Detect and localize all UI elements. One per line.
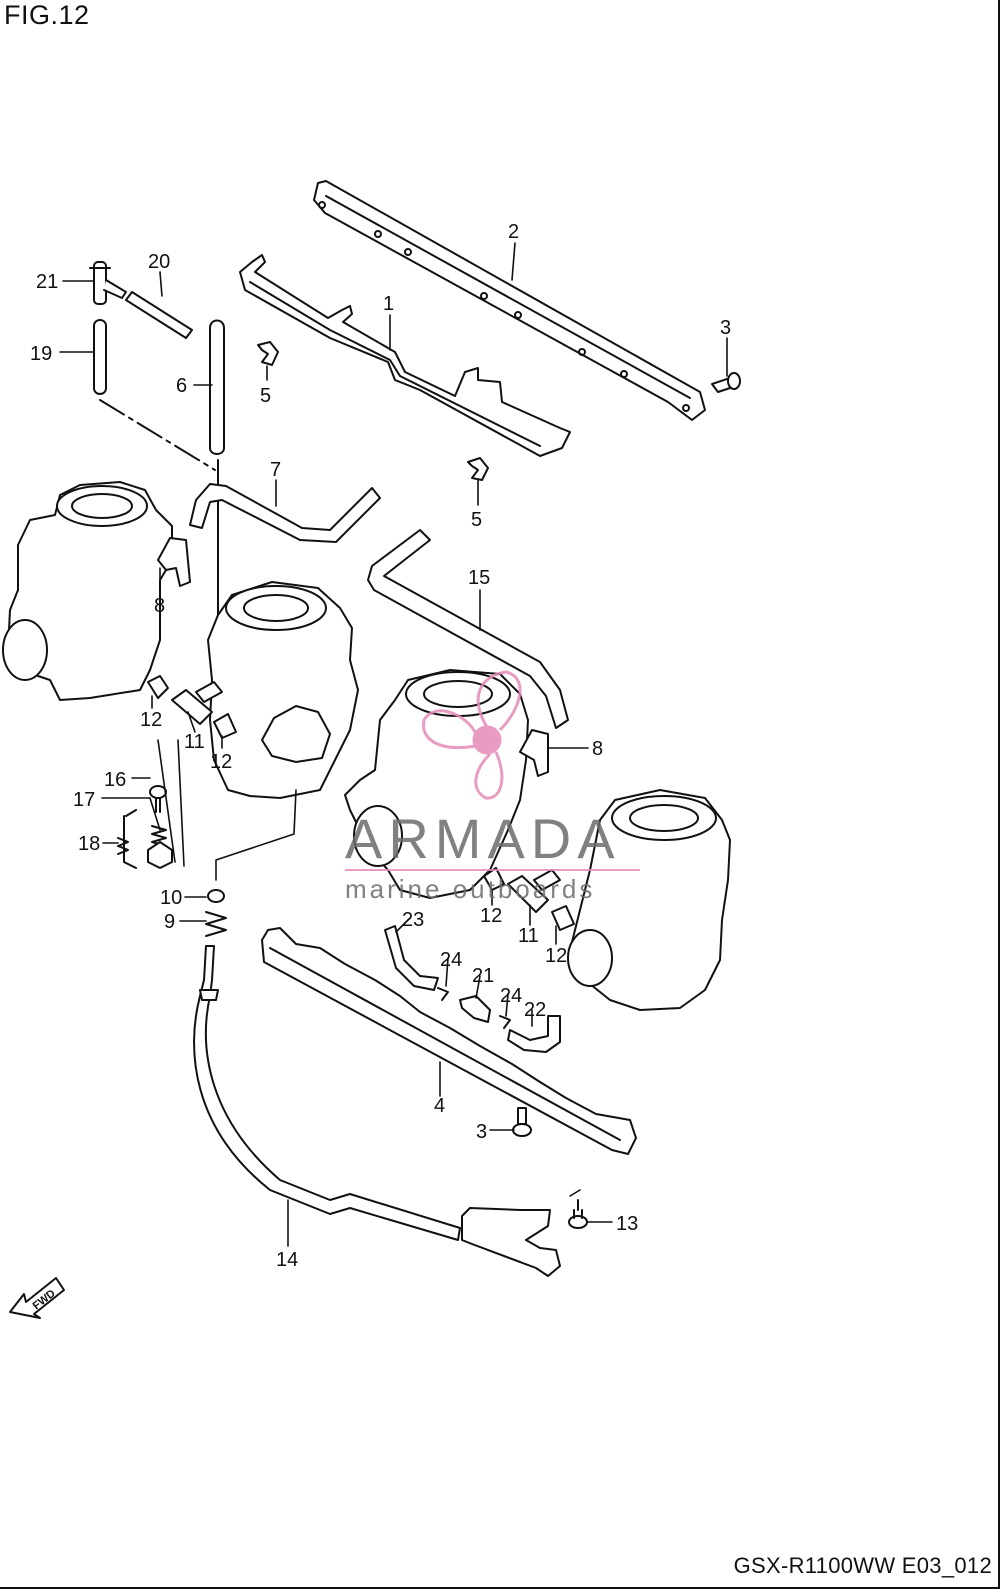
lower-bracket-part-4 — [261, 927, 637, 1155]
figure-title: FIG.12 — [4, 0, 90, 30]
hose-part-19 — [93, 319, 107, 395]
t-joint-part-21-lower — [459, 995, 491, 1023]
callout-22: 22 — [524, 999, 546, 1021]
t-joint-part-21-upper — [89, 261, 127, 305]
callout-18: 18 — [78, 833, 100, 855]
fuel-fittings-right — [483, 867, 575, 931]
clip-part-5-lower — [467, 457, 489, 481]
hose-part-6 — [209, 319, 225, 455]
clamp-part-24-left — [437, 987, 449, 1001]
callout-5-upper: 5 — [260, 385, 271, 407]
callout-14: 14 — [276, 1249, 298, 1271]
callout-12-left-a: 12 — [140, 709, 162, 731]
callout-7: 7 — [270, 459, 281, 481]
cable-part-14 — [193, 945, 461, 1241]
callout-11-left: 11 — [184, 731, 205, 753]
callout-6: 6 — [176, 375, 187, 397]
callout-8-left: 8 — [154, 595, 165, 617]
forward-direction-arrow: FWD — [9, 1277, 65, 1319]
screw-part-3-lower — [512, 1107, 532, 1137]
carburetor-1 — [2, 481, 191, 701]
callout-12-right-a: 12 — [480, 905, 502, 927]
callout-8-right: 8 — [592, 738, 603, 760]
callout-20: 20 — [148, 251, 170, 273]
armada-watermark: ARMADA marine outboards — [345, 670, 640, 904]
hose-part-7 — [189, 483, 381, 543]
watermark-tagline: marine outboards — [345, 874, 595, 904]
callout-21-upper: 21 — [36, 271, 58, 293]
callout-24-right: 24 — [500, 985, 522, 1007]
callout-12-left-b: 12 — [210, 751, 232, 773]
propeller-logo — [422, 670, 522, 800]
cable-end-part-14 — [199, 989, 219, 1001]
callout-5-lower: 5 — [471, 509, 482, 531]
hose-part-22 — [507, 1015, 561, 1053]
bracket-lines-17 — [123, 809, 137, 869]
callout-10: 10 — [160, 887, 182, 909]
clamp-part-24-right — [499, 1015, 511, 1029]
holder-part-18 — [147, 841, 173, 869]
screw-part-13 — [568, 1199, 588, 1229]
watermark-brand: ARMADA — [345, 807, 621, 870]
carburetor-2 — [207, 581, 359, 799]
assembly-line-19 — [99, 399, 216, 471]
hose-part-20 — [125, 291, 193, 339]
clip-part-5-upper — [257, 341, 279, 366]
callout-9: 9 — [164, 911, 175, 933]
upper-bracket-part-2 — [313, 180, 706, 421]
screw-part-3-upper — [711, 372, 741, 393]
callout-3-upper: 3 — [720, 317, 731, 339]
callout-labels: 1 2 3 3 4 5 5 6 7 8 8 9 10 11 11 12 12 1… — [30, 221, 731, 1271]
callout-12-right-b: 12 — [545, 945, 567, 967]
callout-24-left: 24 — [440, 949, 462, 971]
callout-2: 2 — [508, 221, 519, 243]
callout-13: 13 — [616, 1213, 638, 1235]
washer-part-10 — [207, 889, 225, 903]
hose-part-15 — [367, 529, 569, 729]
callout-23: 23 — [402, 909, 424, 931]
carburetor-4 — [567, 789, 731, 1011]
callout-17: 17 — [73, 789, 95, 811]
choke-knob-part-14 — [461, 1207, 561, 1277]
spring-part-9 — [205, 911, 227, 937]
callout-16: 16 — [104, 769, 126, 791]
callout-4: 4 — [434, 1095, 445, 1117]
callout-19: 19 — [30, 343, 52, 365]
leader-lines — [59, 242, 728, 1247]
hose-part-23 — [384, 925, 439, 991]
spring-part-17 — [151, 825, 167, 847]
callout-3-lower: 3 — [476, 1121, 487, 1143]
throttle-bracket-part-1 — [239, 254, 571, 457]
callout-11-right: 11 — [518, 925, 539, 947]
figure-code: GSX-R1100WW E03_012 — [733, 1553, 992, 1578]
fuel-fittings-left — [147, 675, 237, 739]
callout-21-lower: 21 — [472, 965, 494, 987]
callout-15: 15 — [468, 567, 490, 589]
callout-1: 1 — [383, 293, 394, 315]
